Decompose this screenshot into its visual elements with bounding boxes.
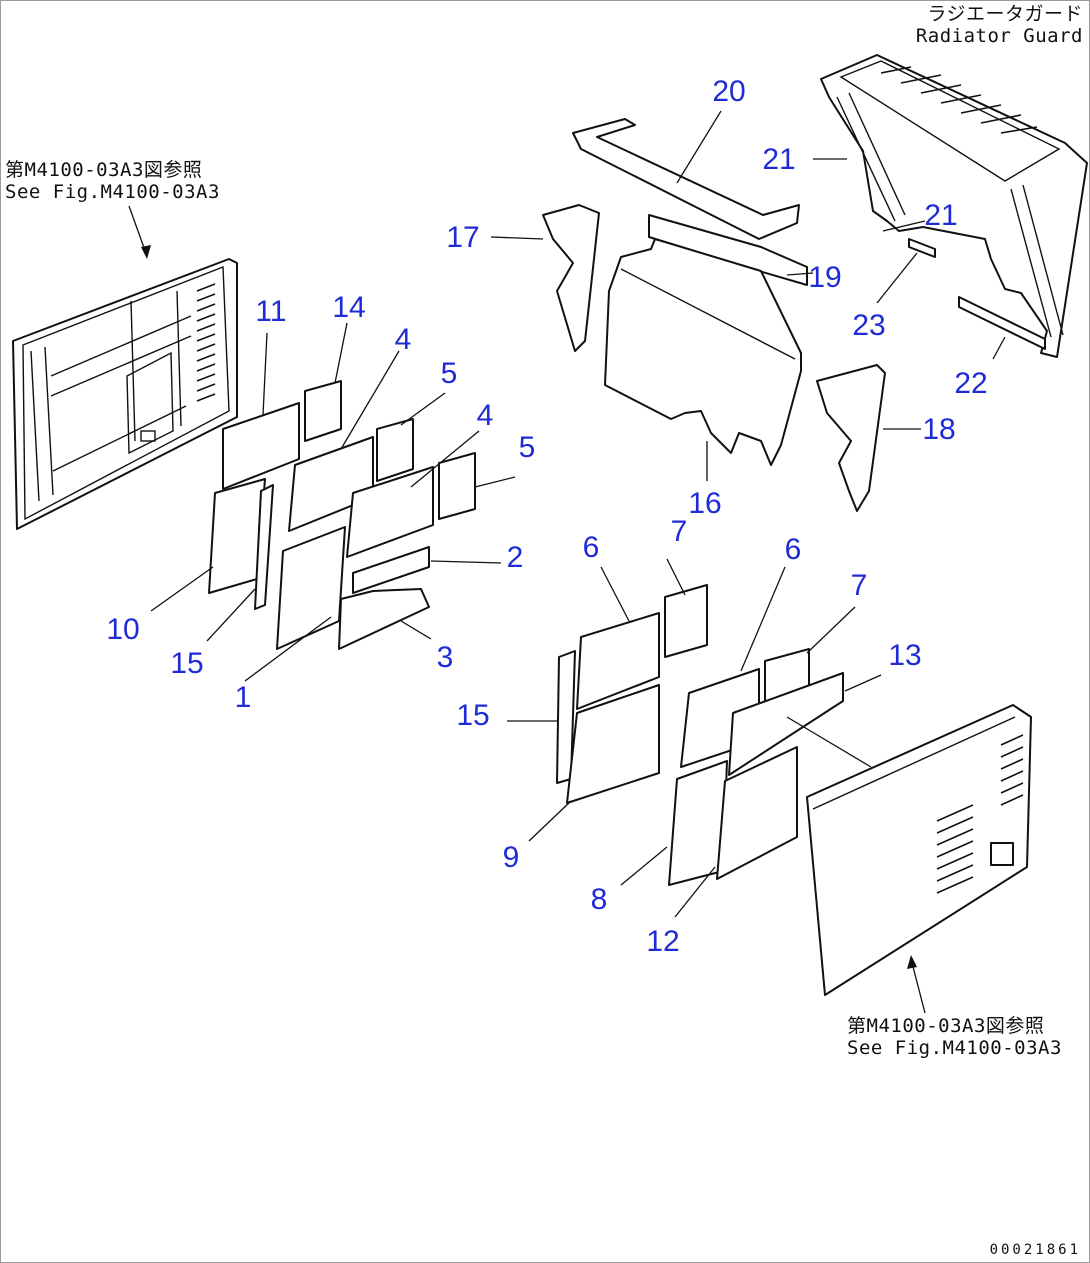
callout-4: 4 bbox=[395, 323, 412, 356]
seal-20 bbox=[572, 118, 800, 240]
callout-13: 13 bbox=[888, 639, 921, 672]
bracket-18 bbox=[816, 364, 886, 512]
pad-2 bbox=[352, 546, 430, 594]
pad-16 bbox=[604, 238, 802, 466]
left-door-panel bbox=[12, 205, 238, 530]
callout-6: 6 bbox=[583, 531, 600, 564]
lower-centre-group bbox=[556, 584, 844, 886]
drawing-code: 00021861 bbox=[989, 1242, 1081, 1258]
radiator-guard-jp: ラジエータガード bbox=[927, 3, 1083, 25]
upper-centre-group bbox=[542, 118, 886, 512]
radiator-guard-en: Radiator Guard bbox=[915, 25, 1083, 47]
strip-23 bbox=[908, 238, 936, 258]
pad-4b bbox=[346, 466, 434, 558]
callout-22: 22 bbox=[954, 367, 987, 400]
right-door-panel bbox=[806, 704, 1032, 1014]
callout-14: 14 bbox=[332, 291, 365, 324]
strip-15-left bbox=[254, 484, 274, 610]
callout-8: 8 bbox=[591, 883, 608, 916]
pad-13 bbox=[728, 672, 844, 776]
callout-12: 12 bbox=[646, 925, 679, 958]
callout-7: 7 bbox=[671, 515, 688, 548]
pad-3 bbox=[338, 588, 430, 650]
callout-18: 18 bbox=[922, 413, 955, 446]
callout-3: 3 bbox=[437, 641, 454, 674]
left-reference-en: See Fig.M4100-03A3 bbox=[5, 181, 220, 203]
bracket-17 bbox=[542, 204, 600, 352]
callout-4: 4 bbox=[477, 399, 494, 432]
right-reference-jp: 第M4100-03A3図参照 bbox=[847, 1015, 1045, 1037]
pad-11 bbox=[222, 402, 300, 490]
pad-7a bbox=[664, 584, 708, 658]
left-insulation-group bbox=[208, 380, 476, 650]
callout-10: 10 bbox=[106, 613, 139, 646]
right-reference-note: 第M4100-03A3図参照 See Fig.M4100-03A3 bbox=[847, 1015, 1062, 1059]
strip-22 bbox=[958, 296, 1046, 350]
callout-23: 23 bbox=[852, 309, 885, 342]
pad-5a bbox=[376, 418, 414, 482]
right-reference-en: See Fig.M4100-03A3 bbox=[847, 1037, 1062, 1059]
callout-16: 16 bbox=[688, 487, 721, 520]
callout-19: 19 bbox=[808, 261, 841, 294]
pad-1 bbox=[276, 526, 346, 650]
pad-6a bbox=[576, 612, 660, 710]
pad-5b bbox=[438, 452, 476, 520]
callout-15: 15 bbox=[456, 699, 489, 732]
callout-9: 9 bbox=[503, 841, 520, 874]
callout-6: 6 bbox=[785, 533, 802, 566]
radiator-guard bbox=[820, 54, 1088, 358]
pad-14 bbox=[304, 380, 342, 442]
pad-12 bbox=[716, 746, 798, 880]
callout-1: 1 bbox=[235, 681, 252, 714]
callout-21: 21 bbox=[762, 143, 795, 176]
radiator-guard-note: ラジエータガード Radiator Guard bbox=[916, 3, 1083, 47]
callout-21: 21 bbox=[924, 199, 957, 232]
leader-lines bbox=[150, 110, 1006, 918]
callout-11: 11 bbox=[255, 295, 286, 328]
left-reference-note: 第M4100-03A3図参照 See Fig.M4100-03A3 bbox=[5, 159, 220, 203]
pad-9 bbox=[566, 684, 660, 804]
callout-20: 20 bbox=[712, 75, 745, 108]
callout-17: 17 bbox=[446, 221, 479, 254]
left-reference-jp: 第M4100-03A3図参照 bbox=[5, 159, 203, 181]
callout-5: 5 bbox=[441, 357, 458, 390]
callout-15: 15 bbox=[170, 647, 203, 680]
pad-19 bbox=[648, 214, 808, 286]
lock-icon bbox=[990, 842, 1014, 866]
callout-7: 7 bbox=[851, 569, 868, 602]
callout-2: 2 bbox=[507, 541, 524, 574]
callout-5: 5 bbox=[519, 431, 536, 464]
